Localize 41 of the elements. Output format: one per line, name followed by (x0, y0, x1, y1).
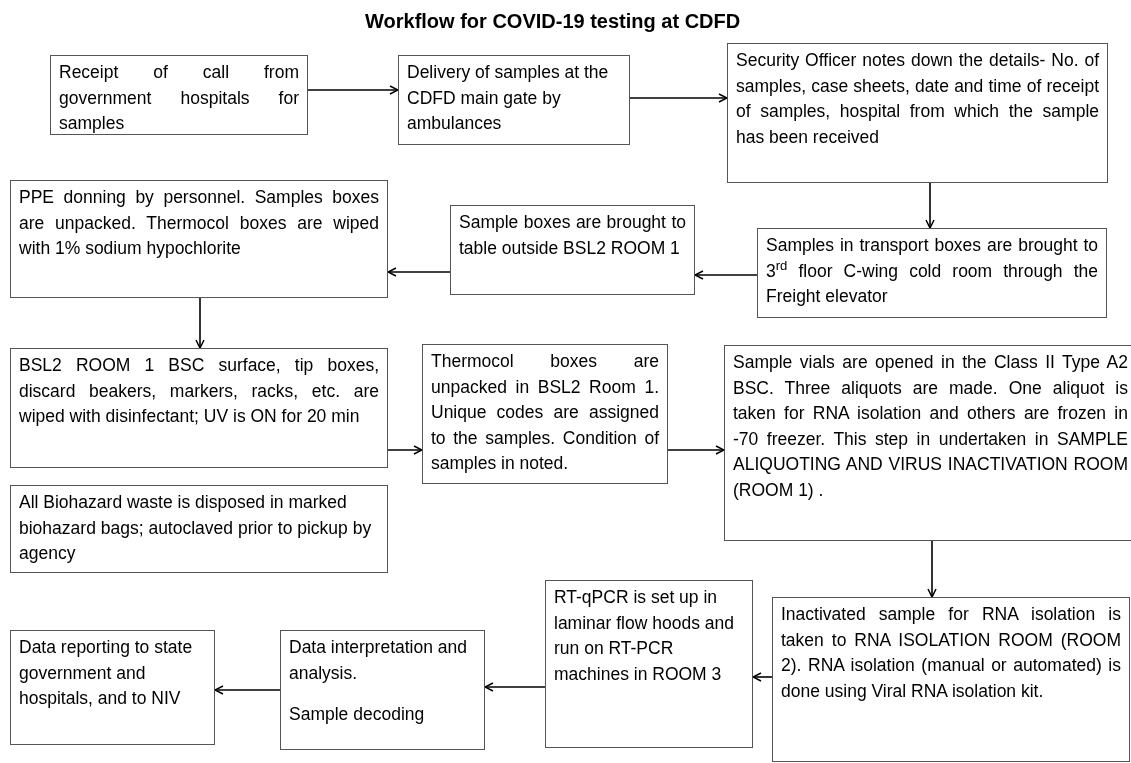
process-box (280, 630, 485, 750)
process-box (10, 630, 215, 745)
arrow (387, 267, 451, 277)
process-box (10, 180, 388, 298)
step-text: Sample vials are opened in the Class II Type A2 BSC. Three aliquots are made. One aliquot is taken for RNA isolation and others are frozen in -70 freezer. This step in undertaken in SAMPLE ALIQUOTING AND VIRUS INACTIVATION ROOM (ROOM 1) . (733, 351, 1128, 502)
step-text: RT-qPCR is set up in laminar flow hoods and run on RT-PCR machines in ROOM 3 (554, 586, 735, 686)
process-box (422, 344, 668, 484)
step-text: Data reporting to state government and hospitals, and to NIV (19, 636, 194, 710)
arrow (307, 85, 399, 95)
step-text: Receipt of call from government hospitals for samples (59, 61, 299, 135)
step-text: Inactivated sample for RNA isolation is taken to RNA ISOLATION ROOM (ROOM 2). RNA isolation (manual or automated) is done using Viral RNA isolation kit. (781, 603, 1121, 703)
process-box (724, 345, 1131, 541)
process-box (545, 580, 753, 748)
process-box (10, 485, 388, 573)
arrow (387, 445, 423, 455)
process-box (727, 43, 1108, 183)
process-box (398, 55, 630, 145)
arrow (925, 182, 935, 229)
arrow (667, 445, 725, 455)
step-text: PPE donning by personnel. Samples boxes are unpacked. Thermocol boxes are wiped with 1% sodium hypochlorite (19, 186, 379, 260)
arrow (629, 93, 728, 103)
arrow (752, 672, 773, 682)
process-box (757, 228, 1107, 318)
step-text: BSL2 ROOM 1 BSC surface, tip boxes, discard beakers, markers, racks, etc. are wiped with disinfectant; UV is ON for 20 min (19, 354, 379, 428)
step-text: Samples in transport boxes are brought to 3$^{rd}$ floor C-wing cold room through the Freight elevator (766, 234, 1098, 308)
step-text: All Biohazard waste is disposed in marked biohazard bags; autoclaved prior to pickup by agency (19, 491, 373, 565)
step-text: Thermocol boxes are unpacked in BSL2 Room 1. Unique codes are assigned to the samples. Condition of samples in noted. (431, 350, 659, 475)
arrow (195, 297, 205, 349)
arrow (694, 270, 758, 280)
step-text: Data interpretation and analysis. (289, 636, 469, 685)
process-box (10, 348, 388, 468)
step-text: Security Officer notes down the details- No. of samples, case sheets, date and time of receipt of samples, hospital from which the sample has been received (736, 49, 1099, 149)
arrow (214, 685, 281, 695)
process-box (772, 597, 1130, 762)
step-text: Sample decoding (289, 703, 426, 726)
arrow (927, 540, 937, 598)
arrow (484, 682, 546, 692)
step-text: Delivery of samples at the CDFD main gate by ambulances (407, 61, 610, 135)
diagram-title: Workflow for COVID-19 testing at CDFD (365, 9, 741, 34)
process-box (450, 205, 695, 295)
step-text: Sample boxes are brought to table outside BSL2 ROOM 1 (459, 211, 686, 260)
